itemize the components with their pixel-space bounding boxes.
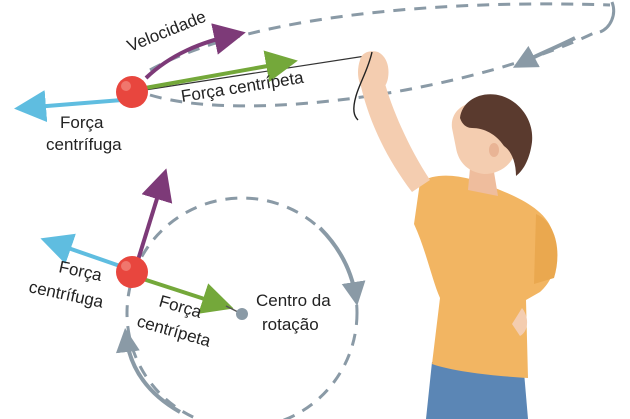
bottom-velocity-arrow <box>136 168 173 261</box>
label-centro-1: Centro da <box>256 291 331 310</box>
bottom-centrifugal-arrow <box>40 233 121 268</box>
top-ball <box>116 76 148 108</box>
bottom-rotation-arrow-left <box>115 328 181 414</box>
top-centripetal-arrow <box>144 50 298 90</box>
person-back-hand <box>512 308 528 336</box>
label-forca-centrifuga-top-1: Força <box>60 113 104 132</box>
person-hair <box>460 94 533 176</box>
person-sleeve <box>534 214 558 284</box>
top-string <box>144 54 373 91</box>
person-raised-arm <box>360 80 430 192</box>
label-forca-centripeta-top: Força centrípeta <box>180 68 306 106</box>
label-centro-2: rotação <box>262 315 319 334</box>
top-velocity-arrow <box>144 23 246 80</box>
person-illustration <box>353 51 558 419</box>
top-rotation-arrow <box>512 36 576 68</box>
rotation-center-dot <box>236 308 248 320</box>
person-neck <box>468 168 498 196</box>
label-forca-centrifuga-top-2: centrífuga <box>46 135 122 154</box>
top-centrifugal-arrow <box>14 90 123 123</box>
top-ball-highlight <box>121 81 131 91</box>
label-forca-centrifuga-bot-1: Força <box>57 257 104 285</box>
bottom-ball <box>116 256 148 288</box>
bottom-centripetal-arrow <box>139 276 234 314</box>
person-hand <box>358 51 389 94</box>
person-ear <box>489 143 499 157</box>
person-jeans <box>426 362 528 419</box>
bottom-orbit-circle <box>125 196 359 419</box>
label-forca-centripeta-bot-2: centrípeta <box>135 312 213 351</box>
person-rope <box>353 51 373 121</box>
bottom-ball-highlight <box>121 261 131 271</box>
bottom-rotation-arrow-right <box>318 226 366 306</box>
